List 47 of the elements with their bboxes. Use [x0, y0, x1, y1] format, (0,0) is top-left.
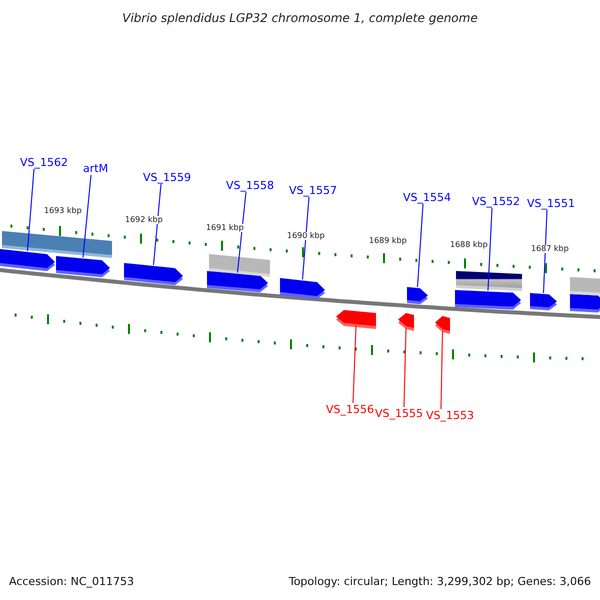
- scale-label: 1687 kbp: [530, 245, 570, 253]
- gene-feature: [398, 313, 414, 331]
- scale-label: 1690 kbp: [286, 232, 326, 240]
- gene-feature: [336, 310, 376, 329]
- scale-label: 1693 kbp: [43, 207, 83, 215]
- gene-feature: [435, 316, 450, 334]
- leader-line: [488, 208, 492, 291]
- leader-line: [543, 210, 548, 294]
- leader-line: [27, 168, 34, 252]
- gene-feature: [570, 294, 600, 313]
- scale-label: 1689 kbp: [368, 237, 408, 245]
- leader-line: [237, 192, 246, 273]
- gene-label: VS_1558: [226, 180, 274, 191]
- gene-feature: [280, 278, 325, 300]
- feature-bar: [456, 271, 522, 291]
- leader-line: [153, 184, 162, 266]
- diagram-title: Vibrio splendidus LGP32 chromosome 1, complete genome: [121, 12, 479, 24]
- gene-label: artM: [83, 163, 108, 174]
- gene-feature: [56, 256, 110, 278]
- leader-line: [440, 330, 443, 410]
- footer-text: Topology: circular; Length: 3,299,302 bp; Genes: 3,066: [288, 576, 591, 587]
- feature-bar: [570, 277, 600, 296]
- gene-label: VS_1552: [472, 196, 520, 207]
- leader-line: [302, 196, 310, 280]
- scale-label: 1688 kbp: [449, 241, 489, 249]
- scale-label: 1691 kbp: [205, 224, 245, 232]
- gene-label: VS_1553: [426, 410, 474, 421]
- gene-label: VS_1559: [143, 172, 192, 183]
- scale-label: 1692 kbp: [124, 216, 164, 224]
- gene-label: VS_1554: [403, 192, 452, 203]
- gene-label: VS_1555: [375, 408, 424, 419]
- footer-text: Accession: NC_011753: [9, 576, 134, 587]
- gene-feature: [124, 263, 183, 286]
- leader-line: [404, 328, 406, 408]
- leader-line: [417, 204, 424, 288]
- gene-feature: [407, 287, 428, 304]
- gene-label: VS_1551: [527, 198, 576, 209]
- gene-feature: [530, 293, 557, 310]
- gene-label: VS_1556: [326, 404, 374, 415]
- leader-line: [352, 325, 356, 404]
- gene-feature: [455, 290, 521, 310]
- feature-bar: [209, 254, 270, 277]
- gene-label: VS_1562: [20, 157, 68, 168]
- gene-label: VS_1557: [289, 185, 338, 196]
- gene-feature: [0, 249, 55, 272]
- feature-bar: [2, 231, 112, 258]
- leader-line: [82, 174, 92, 258]
